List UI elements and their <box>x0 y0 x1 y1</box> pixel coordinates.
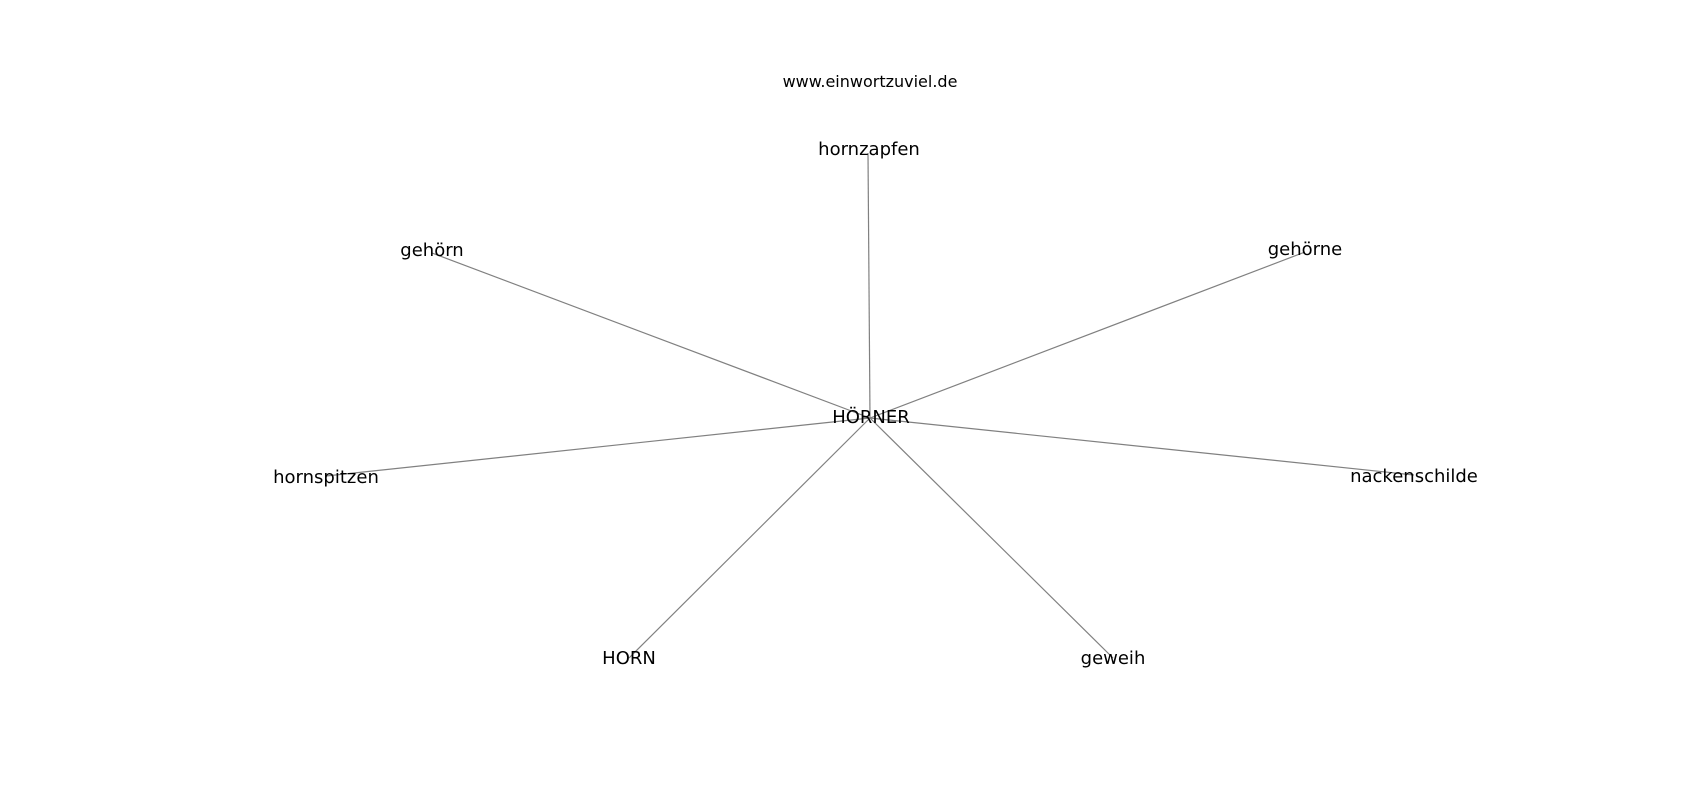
watermark-text: www.einwortzuviel.de <box>783 72 958 91</box>
edge-hornspitzen <box>325 417 871 477</box>
labels-group: HÖRNER hornzapfen gehörn gehörne hornspi… <box>273 139 1478 669</box>
edges-group <box>325 152 1415 659</box>
edge-horn <box>628 417 871 659</box>
node-label-hornspitzen: hornspitzen <box>273 467 379 488</box>
edge-hornzapfen <box>867 152 871 419</box>
edge-geweih <box>869 417 1114 659</box>
node-label-nackenschilde: nackenschilde <box>1350 466 1478 487</box>
edge-gehoerne <box>869 251 1306 419</box>
node-label-gehoern: gehörn <box>400 240 463 261</box>
node-label-horn: HORN <box>602 648 656 669</box>
edge-nackenschilde <box>869 417 1415 476</box>
node-label-geweih: geweih <box>1081 648 1146 669</box>
node-label-center: HÖRNER <box>832 406 910 428</box>
node-label-hornzapfen: hornzapfen <box>818 139 920 160</box>
node-label-gehoerne: gehörne <box>1268 239 1343 260</box>
edge-gehoern <box>431 252 871 419</box>
